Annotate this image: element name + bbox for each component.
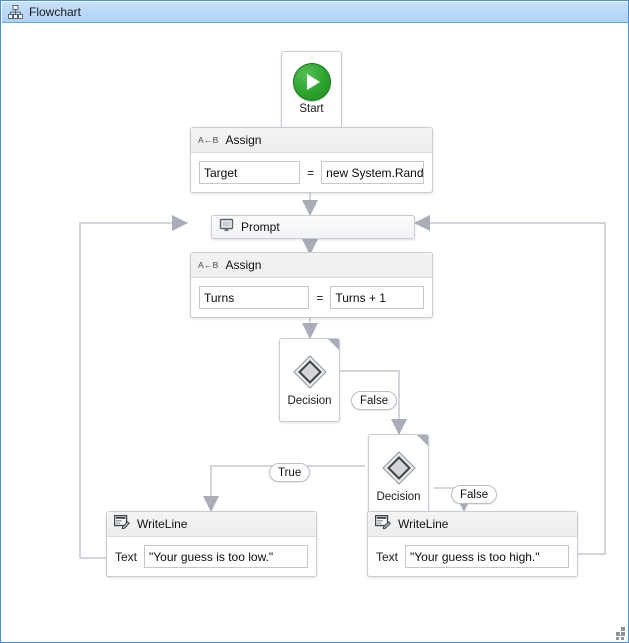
window-title: Flowchart	[29, 4, 82, 19]
node-decision-1-caption: Decision	[287, 395, 332, 408]
writeline-high-body: Text "Your guess is too high."	[368, 537, 577, 576]
writeline-low-field-label: Text	[115, 549, 138, 564]
node-decision-2-caption: Decision	[376, 491, 421, 504]
flowchart-canvas[interactable]: Start A←B Assign Target = new System.Ran…	[2, 23, 628, 642]
edge-label-decision1-false[interactable]: False	[351, 391, 398, 410]
assign-target-right-field[interactable]: new System.Random	[321, 161, 424, 184]
edge-decision1-false-to-decision2	[340, 370, 407, 435]
node-assign-turns[interactable]: A←B Assign Turns = Turns + 1	[190, 252, 433, 318]
writeline-high-text-field[interactable]: "Your guess is too high."	[405, 545, 569, 568]
resize-grip-icon[interactable]	[612, 626, 626, 640]
connector-layer	[79, 110, 606, 559]
assign-turns-title: Assign	[225, 258, 262, 272]
assign-target-body: Target = new System.Random	[191, 153, 432, 192]
writeline-high-header: WriteLine	[368, 512, 577, 537]
play-icon	[292, 63, 331, 102]
assign-icon: A←B	[198, 134, 219, 145]
node-writeline-low[interactable]: WriteLine Text "Your guess is too low."	[106, 511, 317, 577]
window-title-bar: Flowchart	[2, 2, 628, 23]
diamond-icon	[379, 448, 419, 488]
assign-turns-left-field[interactable]: Turns	[199, 286, 310, 309]
prompt-title: Prompt	[241, 220, 280, 234]
node-decision-2[interactable]: Decision	[368, 434, 429, 518]
assign-target-title: Assign	[225, 133, 262, 147]
assign-turns-operator: =	[316, 290, 324, 305]
writeline-high-field-label: Text	[376, 549, 399, 564]
expand-corner-icon[interactable]	[328, 339, 339, 350]
hierarchy-icon	[8, 5, 23, 19]
edge-decision2-true-to-writeline-low	[203, 465, 365, 512]
node-assign-target[interactable]: A←B Assign Target = new System.Random	[190, 127, 433, 193]
connector-group	[79, 110, 606, 559]
edge-writeline-low-loop-to-prompt	[79, 215, 188, 559]
node-start-caption: Start	[299, 103, 324, 116]
writeline-low-header: WriteLine	[107, 512, 316, 537]
assign-target-header: A←B Assign	[191, 128, 432, 153]
assign-icon: A←B	[198, 259, 219, 270]
assign-turns-body: Turns = Turns + 1	[191, 278, 432, 317]
writeline-low-title: WriteLine	[137, 517, 188, 531]
node-writeline-high[interactable]: WriteLine Text "Your guess is too high."	[367, 511, 578, 577]
assign-target-left-field[interactable]: Target	[199, 161, 301, 184]
assign-turns-right-field[interactable]: Turns + 1	[330, 286, 424, 309]
diamond-icon	[290, 352, 330, 392]
node-start[interactable]: Start	[281, 51, 342, 128]
writeline-low-text-field[interactable]: "Your guess is too low."	[144, 545, 308, 568]
prompt-dialog-icon	[219, 218, 234, 237]
node-decision-1[interactable]: Decision	[279, 338, 340, 422]
assign-target-operator: =	[307, 165, 315, 180]
edge-writeline-high-loop-to-prompt	[414, 215, 606, 555]
node-prompt[interactable]: Prompt	[211, 215, 415, 239]
edge-label-decision2-true[interactable]: True	[269, 463, 311, 482]
assign-turns-header: A←B Assign	[191, 253, 432, 278]
edge-label-decision2-false[interactable]: False	[451, 485, 498, 504]
expand-corner-icon[interactable]	[417, 435, 428, 446]
writeline-icon	[374, 514, 391, 534]
writeline-high-title: WriteLine	[398, 517, 449, 531]
writeline-low-body: Text "Your guess is too low."	[107, 537, 316, 576]
writeline-icon	[113, 514, 130, 534]
